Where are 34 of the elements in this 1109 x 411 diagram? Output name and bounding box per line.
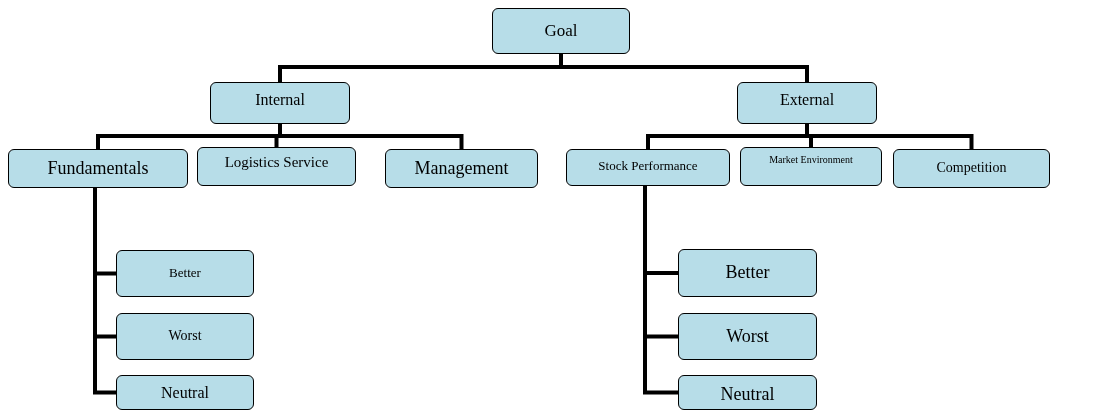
category-box — [116, 313, 254, 360]
node-label: Better — [725, 262, 770, 283]
category-box — [678, 313, 817, 360]
node-label: Management — [414, 158, 509, 179]
connector-line — [278, 124, 464, 149]
category-box — [893, 149, 1050, 188]
node-label: Internal — [255, 91, 305, 109]
category-box — [116, 375, 254, 410]
node-label: Stock Performance — [598, 158, 698, 174]
node-label: Neutral — [720, 384, 775, 405]
node-label: Worst — [726, 326, 769, 347]
category-box — [8, 149, 188, 188]
category-box — [678, 249, 817, 297]
connector-line — [559, 54, 809, 82]
connector-line — [93, 188, 116, 395]
node-label: Logistics Service — [224, 154, 329, 171]
category-box — [740, 147, 882, 186]
category-box — [678, 375, 817, 410]
node-label: Neutral — [161, 384, 209, 402]
category-box — [737, 82, 877, 124]
category-box — [566, 149, 730, 186]
node-label: Fundamentals — [47, 158, 149, 179]
node-label: External — [779, 91, 835, 109]
node-label: Competition — [936, 160, 1007, 176]
node-label: Better — [169, 265, 201, 281]
category-box — [210, 82, 350, 124]
category-box — [492, 8, 630, 54]
category-box — [385, 149, 538, 188]
connector-line — [643, 186, 678, 395]
node-label: Market Environment — [769, 154, 853, 165]
node-label: Worst — [168, 328, 202, 344]
category-box — [197, 147, 356, 186]
category-box — [116, 250, 254, 297]
node-label: Goal — [544, 21, 578, 41]
